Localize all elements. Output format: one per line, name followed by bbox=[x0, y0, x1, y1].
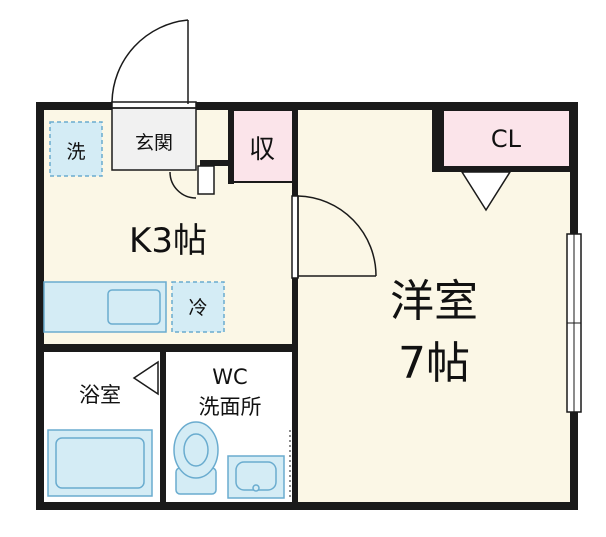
label-storage: 収 bbox=[249, 135, 275, 165]
interior-walls bbox=[40, 110, 570, 506]
label-wc: WC bbox=[212, 365, 247, 389]
kitchen-counter bbox=[43, 281, 167, 333]
label-entrance: 玄関 bbox=[135, 132, 173, 154]
kitchen-door-swing bbox=[169, 171, 197, 199]
bath-door-mark bbox=[132, 360, 159, 396]
entrance-door bbox=[111, 19, 197, 171]
washer-space bbox=[49, 121, 103, 177]
room-door bbox=[291, 195, 377, 279]
label-fridge: 冷 bbox=[188, 297, 207, 319]
label-western-room: 洋室 bbox=[390, 276, 478, 327]
shoe-box bbox=[197, 165, 215, 195]
washbasin bbox=[227, 455, 285, 499]
outer-walls bbox=[36, 102, 578, 510]
entrance-floor bbox=[112, 108, 196, 170]
window bbox=[566, 233, 582, 413]
toilet bbox=[173, 421, 219, 495]
bathtub bbox=[47, 429, 153, 497]
label-washer: 洗 bbox=[66, 141, 85, 163]
label-closet: CL bbox=[491, 125, 522, 153]
closet-door-mark bbox=[460, 171, 512, 212]
label-bath: 浴室 bbox=[79, 383, 121, 407]
fridge-space bbox=[171, 281, 225, 333]
label-kitchen: K3帖 bbox=[129, 221, 207, 261]
label-washroom: 洗面所 bbox=[199, 395, 262, 419]
label-western-size: 7帖 bbox=[398, 338, 470, 389]
